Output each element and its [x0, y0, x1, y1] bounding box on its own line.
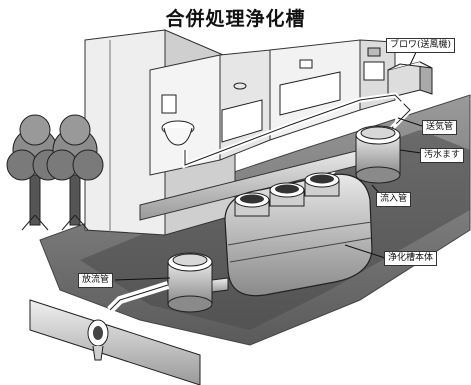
- label-air-pipe: 送気管: [422, 120, 458, 135]
- blower-unit: [387, 61, 433, 99]
- bathtub-fixture: [221, 82, 263, 143]
- sewer-main-pipe: [29, 299, 201, 385]
- tree-right: [46, 114, 104, 231]
- label-tank-body: 浄化槽本体: [384, 251, 438, 266]
- label-inlet-pipe: 流入管: [376, 192, 412, 207]
- kitchen-sink: [279, 59, 341, 116]
- label-outlet-pipe: 放流管: [78, 273, 114, 288]
- outlet-manhole: [167, 252, 229, 313]
- air-pipe-line: [329, 94, 407, 177]
- septic-tank: [224, 172, 373, 297]
- wash-basin: [363, 47, 385, 81]
- label-sewage: 汚水ます: [420, 148, 465, 163]
- inlet-manhole: [355, 125, 401, 184]
- tank-lid-3: [304, 172, 340, 197]
- tank-lid-1: [234, 192, 270, 217]
- diagram-title: 合併処理浄化槽: [165, 8, 306, 30]
- toilet-fixture: [161, 94, 195, 146]
- label-blower: ブロワ(送風機): [386, 38, 456, 53]
- tank-lid-2: [269, 182, 305, 207]
